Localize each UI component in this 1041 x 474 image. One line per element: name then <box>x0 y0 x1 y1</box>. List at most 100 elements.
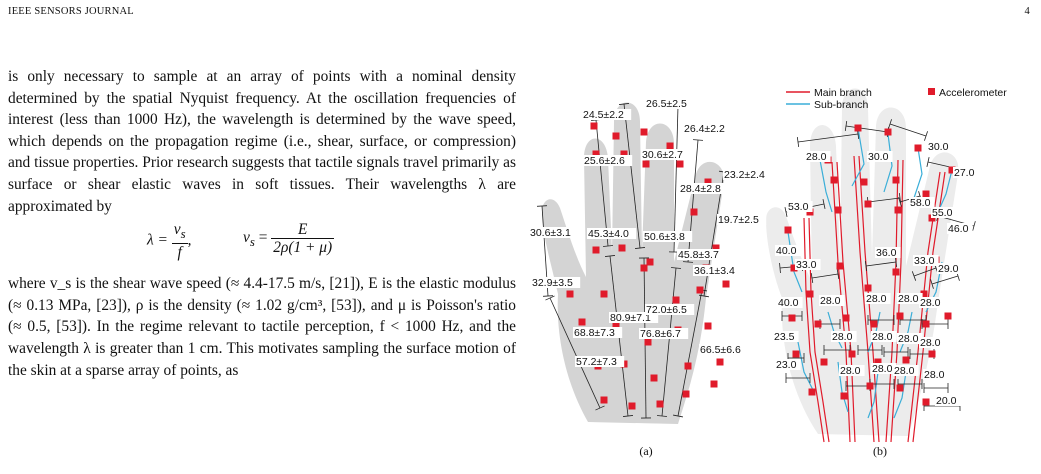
panel-a-accelerometer <box>712 244 720 252</box>
panel-a-accelerometer <box>710 380 718 388</box>
panel-a-accelerometer <box>696 286 704 294</box>
panel-b-dimension-line-tick-start <box>810 272 814 284</box>
panel-b-sub-branch <box>899 311 913 353</box>
panel-a-label-bg <box>683 123 733 134</box>
panel-b-dimension-line-tick-start <box>898 197 902 207</box>
panel-a-accelerometer <box>592 246 600 254</box>
panel-a-label: 68.8±7.3 <box>574 327 615 339</box>
panel-a-label: 26.4±2.2 <box>684 123 725 135</box>
panel-a-accelerometer <box>642 160 650 168</box>
panel-b-label: 53.0 <box>788 201 809 213</box>
panel-a-accelerometer <box>722 280 730 288</box>
panel-b-label-bg <box>775 245 801 256</box>
panel-a-dimension-line-tick-end <box>622 415 634 417</box>
page-number: 4 <box>1024 6 1030 17</box>
panel-b-label: 28.0 <box>840 365 861 377</box>
panel-b-accelerometer <box>864 200 872 208</box>
panel-b-label: 30.0 <box>868 151 889 163</box>
panel-a-dimension-line-tick-end <box>595 405 605 411</box>
panel-a-accelerometer <box>640 128 648 136</box>
paragraph-2: where v_s is the shear wave speed (≈ 4.4… <box>8 275 516 379</box>
panel-b-label: 28.0 <box>920 297 941 309</box>
panel-b-label-bg <box>927 141 953 152</box>
panel-b-accelerometer <box>860 178 868 186</box>
panel-b-label-bg <box>839 365 865 376</box>
panel-b-accelerometer <box>920 290 928 298</box>
panel-b-dimension-line <box>865 261 897 267</box>
panel-b-label-bg <box>805 151 831 162</box>
panel-b-accelerometer <box>790 264 798 272</box>
panel-b-label: 33.0 <box>914 255 935 267</box>
panel-b-dimension-line <box>811 273 839 279</box>
panel-b-sub-branch <box>913 147 923 199</box>
legend-sub-branch: Sub-branch <box>814 99 868 111</box>
panel-b-label: 46.0 <box>948 223 969 235</box>
panel-b-label-bg <box>953 167 979 178</box>
panel-a-label-bg <box>717 214 767 225</box>
hand-silhouette-a <box>542 102 725 424</box>
panel-b-label: 27.0 <box>954 167 975 179</box>
panel-a-dimension-line-tick-start <box>545 295 555 301</box>
panel-a-dimension-line-tick-start <box>670 267 682 269</box>
panel-a-label-bg <box>693 265 743 276</box>
panel-b-accelerometer <box>922 398 930 406</box>
paragraph-1: is only necessary to sample at an array … <box>8 68 516 215</box>
panel-b-label: 28.0 <box>820 295 841 307</box>
panel-b-label-bg <box>947 223 973 234</box>
panel-a-dimension-line-tick-end <box>634 247 646 249</box>
panel-a-accelerometer <box>656 400 664 408</box>
panel-b-accelerometer <box>854 124 862 132</box>
panel-b-sub-branch <box>867 371 879 419</box>
panel-b-dimension-line <box>889 123 927 137</box>
panel-b-sub-branch <box>937 169 953 213</box>
panel-b-accelerometer <box>870 320 878 328</box>
panel-a-label-bg <box>575 356 625 367</box>
panel-a-dimension-line <box>661 267 677 417</box>
panel-b-dimension-line-tick-start <box>844 120 848 132</box>
panel-a-label: 32.9±3.5 <box>532 277 573 289</box>
panel-a-label: 76.8±6.7 <box>640 328 681 340</box>
panel-a-label-bg <box>699 344 749 355</box>
panel-a-label-bg <box>645 98 695 109</box>
panel-a-label-bg <box>645 304 695 315</box>
panel-b-label-bg <box>919 337 945 348</box>
panel-b-accelerometer <box>892 176 900 184</box>
panel-b-label: 33.0 <box>796 259 817 271</box>
panel-b-label-bg <box>937 263 963 274</box>
panel-a-accelerometer <box>644 338 652 346</box>
panel-a-dimension-line-tick-start <box>604 255 616 257</box>
panel-b-label-bg <box>909 197 935 208</box>
panel-a-accelerometer <box>600 396 608 404</box>
panel-b-label: 20.0 <box>936 395 957 407</box>
panel-a-dimension-line-tick-end <box>682 261 694 263</box>
panel-b-accelerometer <box>922 190 930 198</box>
legend-main-branch: Main branch <box>814 87 872 99</box>
panel-b-label-bg <box>871 331 897 342</box>
panel-a-label-bg <box>641 149 691 160</box>
panel-b-label: 23.0 <box>776 359 797 371</box>
panel-b-dimension-line-tick-end <box>822 199 826 209</box>
panel-b-dimension-line-tick-start <box>796 136 800 148</box>
panel-b-label-bg <box>923 369 949 380</box>
panel-a-label-bg <box>587 228 637 239</box>
panel-a-accelerometer <box>704 178 712 186</box>
panel-b-label-bg <box>773 331 799 342</box>
panel-a-accelerometer <box>716 358 724 366</box>
panel-a-label: 80.9±7.1 <box>610 312 651 324</box>
panel-a-label: 72.0±6.5 <box>646 304 687 316</box>
panel-b-label: 23.5 <box>774 331 795 343</box>
panel-b-main-branch <box>890 159 904 443</box>
panel-a-label: 57.2±7.3 <box>576 356 617 368</box>
panel-a-label: 24.5±2.2 <box>583 109 624 121</box>
panel-b-accelerometer <box>806 290 814 298</box>
panel-a-dimension-line <box>623 103 641 249</box>
panel-b-label-bg <box>795 259 821 270</box>
panel-a-label-bg <box>679 183 729 194</box>
panel-a-accelerometer <box>618 244 626 252</box>
panel-b-label: 28.0 <box>894 365 915 377</box>
panel-b-label-bg <box>831 331 857 342</box>
panel-a-accelerometer <box>684 362 692 370</box>
